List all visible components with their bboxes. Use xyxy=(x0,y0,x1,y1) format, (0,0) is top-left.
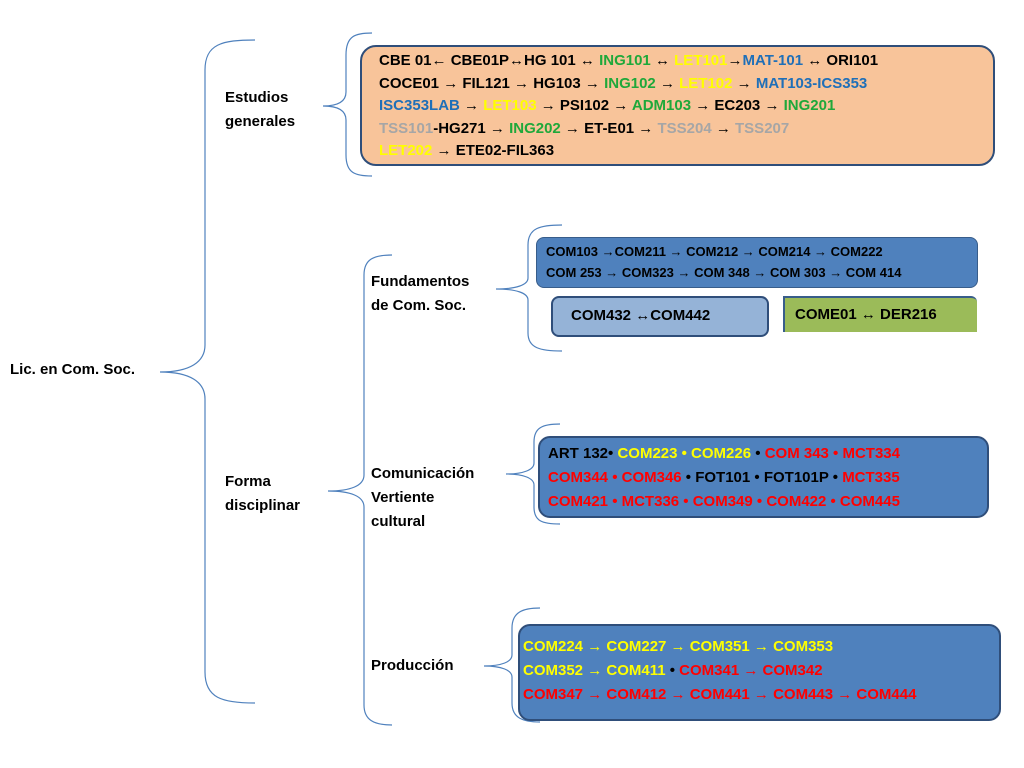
course-text: • xyxy=(751,445,765,462)
course-text: ING102 xyxy=(604,74,656,92)
estudios-line: ISC353LAB → LET103 → PSI102 → ADM103 → E… xyxy=(379,95,993,118)
course-text: TSS207 xyxy=(735,119,790,137)
produccion-line: COM347 → COM412 → COM441 → COM443 → COM4… xyxy=(523,683,999,707)
estudios-line: COCE01 → FIL121 → HG103 → ING102 → LET10… xyxy=(379,73,993,96)
comunicacion-line: ART 132• COM223 • COM226 • COM 343 • MCT… xyxy=(548,442,987,466)
section-comunicacion: Comunicación Vertiente cultural xyxy=(371,465,475,530)
fundamentos-main-box: COM103 →COM211 → COM212 → COM214 → COM22… xyxy=(536,237,978,288)
fundamentos-right-box: COME01 ↔ DER216 xyxy=(783,296,977,332)
course-text: • xyxy=(665,662,680,679)
course-text: COM103 →COM211 → COM212 → COM214 → COM22… xyxy=(546,244,883,259)
course-text: COME01 ↔ DER216 xyxy=(795,306,937,323)
section-produccion: Producción xyxy=(371,657,454,674)
course-text: COM 343 • MCT334 xyxy=(764,445,900,462)
course-text: → xyxy=(655,74,680,92)
course-text: TSS101 xyxy=(379,119,434,137)
estudios-line: TSS101-HG271 → ING202 → ET-E01 → TSS204 … xyxy=(379,118,993,141)
estudios-line: CBE 01← CBE01P↔HG 101 ↔ ING101 ↔ LET101→… xyxy=(379,50,993,73)
course-text: -HG271 → xyxy=(433,119,510,137)
course-text: LET102 xyxy=(679,74,733,92)
course-text: COM421 • MCT336 • COM349 • COM422 • COM4… xyxy=(548,493,900,510)
comunicacion-line: COM421 • MCT336 • COM349 • COM422 • COM4… xyxy=(548,490,987,514)
root-label: Lic. en Com. Soc. xyxy=(10,361,136,378)
course-text: ART 132• xyxy=(548,445,618,462)
fundamentos_main-line: COM103 →COM211 → COM212 → COM214 → COM22… xyxy=(546,241,977,262)
course-text: LET101 xyxy=(674,52,728,69)
course-text: → ETE02-FIL363 xyxy=(432,142,555,159)
course-text: COM344 • COM346 xyxy=(548,469,682,486)
course-text: → xyxy=(459,97,484,114)
course-text: ADM103 xyxy=(631,97,692,114)
course-text: • FOT101 • FOT101P • xyxy=(681,469,843,486)
section-estudios-generales: Estudios generales xyxy=(225,89,296,130)
course-text: → xyxy=(711,119,736,137)
course-text: COM347 → COM412 → COM441 → COM443 → COM4… xyxy=(523,686,917,703)
course-text: COM 253 → COM323 → COM 348 → COM 303 → C… xyxy=(546,265,902,280)
fundamentos-brace xyxy=(495,224,563,352)
course-text: MAT-101 xyxy=(742,52,804,69)
course-text: ING202 xyxy=(509,119,561,137)
course-text: MAT103-ICS353 xyxy=(755,74,868,92)
estudios-line: LET202 → ETE02-FIL363 xyxy=(379,140,993,163)
course-text: LET103 xyxy=(483,97,537,114)
course-text: MCT335 xyxy=(842,469,900,486)
course-text: COM432 ↔COM442 xyxy=(571,307,711,324)
fundamentos_right-line: COME01 ↔ DER216 xyxy=(795,304,977,326)
course-text: COM352 → COM411 xyxy=(523,662,666,679)
course-text: COM223 • COM226 xyxy=(617,445,752,462)
course-text: → PSI102 → xyxy=(536,97,632,114)
course-text: COCE01 → FIL121 → HG103 → xyxy=(379,74,605,92)
fundamentos_left-line: COM432 ↔COM442 xyxy=(571,304,767,328)
section-fundamentos: Fundamentos de Com. Soc. xyxy=(371,273,470,314)
course-text: ↔ ORI101 xyxy=(803,52,879,69)
root-brace xyxy=(159,39,256,704)
comunicacion-brace xyxy=(505,423,561,525)
produccion-brace xyxy=(483,607,541,723)
course-text: LET202 xyxy=(379,142,433,159)
course-text: CBE 01← CBE01P↔HG 101 ↔ xyxy=(379,52,600,69)
section-forma-disciplinar: Forma disciplinar xyxy=(225,473,301,514)
course-text: ING201 xyxy=(783,97,836,114)
course-text: → xyxy=(732,74,756,92)
course-text: ↔ xyxy=(650,52,675,69)
comunicacion-line: COM344 • COM346 • FOT101 • FOT101P • MCT… xyxy=(548,466,987,490)
comunicacion-box: ART 132• COM223 • COM226 • COM 343 • MCT… xyxy=(538,436,989,518)
produccion-line: COM352 → COM411 • COM341 → COM342 xyxy=(523,659,999,683)
produccion-line: COM224 → COM227 → COM351 → COM353 xyxy=(523,635,999,659)
course-text: COM224 → COM227 → COM351 → COM353 xyxy=(523,638,834,655)
course-text: ISC353LAB xyxy=(379,97,460,114)
course-text: → EC203 → xyxy=(691,97,784,114)
fundamentos_main-line: COM 253 → COM323 → COM 348 → COM 303 → C… xyxy=(546,262,977,283)
estudios-brace xyxy=(322,32,373,177)
course-text: → xyxy=(727,52,743,69)
fundamentos-left-box: COM432 ↔COM442 xyxy=(551,296,769,337)
course-text: ING101 xyxy=(599,52,651,69)
course-text: COM341 → COM342 xyxy=(679,662,823,679)
forma-brace xyxy=(327,254,393,726)
estudios-generales-box: CBE 01← CBE01P↔HG 101 ↔ ING101 ↔ LET101→… xyxy=(360,45,995,166)
course-text: → ET-E01 → xyxy=(560,119,658,137)
course-text: TSS204 xyxy=(657,119,712,137)
